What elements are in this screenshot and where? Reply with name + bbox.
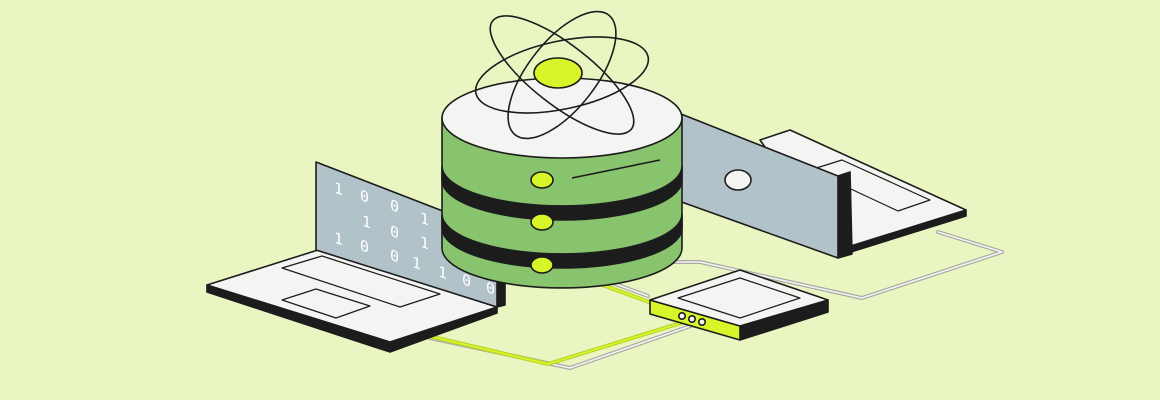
server-top	[441, 77, 683, 159]
bit: 1	[420, 209, 429, 229]
cable-grey-right-2	[659, 231, 1003, 299]
left-laptop-keyboard	[281, 255, 441, 308]
server-vent-line	[571, 243, 661, 263]
server-status-light	[530, 171, 554, 189]
router-box	[649, 269, 829, 341]
bit: 0	[390, 222, 399, 242]
binary-row-3: 1 0 0 1 1 0 0	[334, 229, 495, 299]
server-vent-line	[571, 201, 661, 221]
bit: 0	[390, 196, 399, 216]
server-status-light	[530, 256, 554, 274]
router-port-icon	[697, 317, 706, 326]
right-laptop-keyboard	[809, 159, 931, 212]
left-laptop-screen	[315, 161, 498, 308]
atom-orbits	[474, 10, 650, 140]
right-laptop	[675, 111, 967, 259]
orbit-ring	[507, 10, 617, 140]
bit: 1	[420, 233, 429, 253]
router-top-panel	[677, 277, 801, 319]
server-band	[441, 213, 683, 269]
server-top-core	[533, 57, 583, 89]
bit: 0	[390, 246, 399, 266]
bit: 1	[362, 212, 371, 232]
cable-lime-2	[419, 321, 685, 365]
database-server	[441, 57, 683, 289]
bit: 1	[438, 263, 447, 283]
bit: 0	[486, 278, 495, 298]
router-port-icon	[677, 311, 686, 320]
bit: 0	[360, 236, 369, 256]
left-laptop	[206, 161, 506, 353]
bit: 1	[334, 229, 343, 249]
server-body	[441, 117, 683, 289]
bit: 0	[462, 270, 471, 290]
bit: 0	[360, 186, 369, 206]
left-laptop-trackpad	[281, 288, 371, 319]
server-band	[441, 165, 683, 221]
right-laptop-screen	[675, 111, 839, 259]
server-status-light	[530, 213, 554, 231]
bit: 1	[334, 179, 343, 199]
orbit-ring	[474, 36, 650, 114]
right-laptop-logo	[724, 169, 752, 191]
bit: 1	[412, 253, 421, 273]
binary-row-1: 1 0 0 1	[334, 179, 429, 229]
server-vent-line	[571, 159, 661, 179]
orbit-ring	[489, 15, 635, 135]
router-port-icon	[687, 314, 696, 323]
right-laptop-screen-edge	[837, 171, 853, 259]
